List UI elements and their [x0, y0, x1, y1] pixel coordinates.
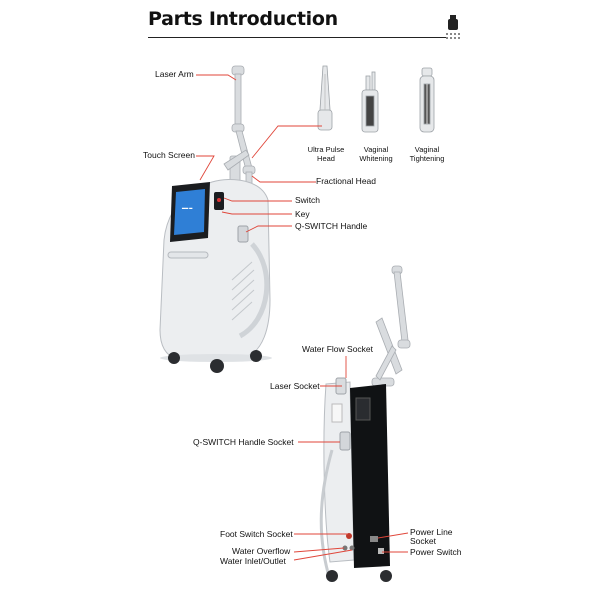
label-power-line-socket: Power Line Socket: [410, 527, 453, 547]
label-switch: Switch: [295, 195, 321, 205]
back-laser-arm: [371, 265, 411, 387]
label-qswitch-handle: Q-SWITCH Handle: [295, 221, 368, 231]
label-qswitch-handle-socket: Q-SWITCH Handle Socket: [193, 437, 294, 447]
caption-vaginal-tightening: Vaginal Tightening: [409, 145, 445, 163]
label-foot-switch-socket: Foot Switch Socket: [220, 529, 293, 539]
back-panel: [350, 384, 390, 568]
laser-arm: [223, 65, 256, 187]
touch-screen: ▂▂ ▂: [170, 182, 210, 242]
label-water-inlet-outlet: Water Inlet/Outlet: [220, 556, 286, 566]
label-laser-socket: Laser Socket: [270, 381, 320, 391]
device-icon: [446, 15, 460, 39]
vaginal-tightening-head: [419, 67, 435, 133]
caption-vaginal-whitening: Vaginal Whitening: [359, 145, 393, 163]
label-laser-arm: Laser Arm: [155, 69, 194, 79]
vaginal-whitening-head: [361, 71, 379, 133]
svg-text:▂▂ ▂: ▂▂ ▂: [181, 204, 193, 209]
label-touch-screen: Touch Screen: [143, 150, 195, 160]
caption-ultra-pulse-head: Ultra Pulse Head: [307, 145, 345, 163]
page-title: Parts Introduction: [148, 8, 338, 30]
label-power-switch: Power Switch: [410, 547, 462, 557]
ultra-pulse-head: [317, 65, 333, 131]
title-underline: [148, 37, 446, 38]
label-water-flow-socket: Water Flow Socket: [302, 344, 374, 354]
label-fractional-head: Fractional Head: [316, 176, 377, 186]
label-key: Key: [295, 209, 310, 219]
label-water-overflow: Water Overflow: [232, 546, 291, 556]
